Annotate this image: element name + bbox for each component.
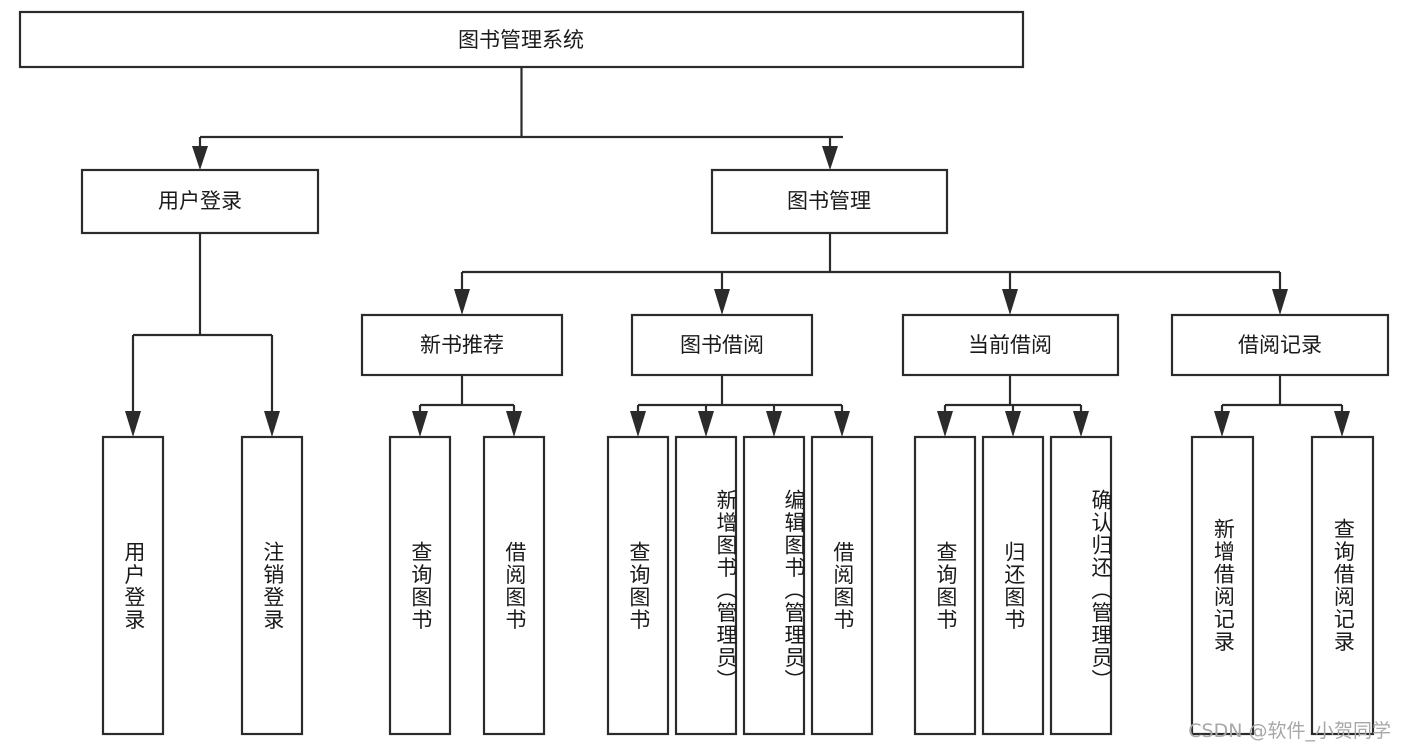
node-root-box[interactable] [18, 10, 1025, 69]
arrow-to-leaf-query-book-3 [937, 411, 953, 437]
leaf-box-add-book[interactable] [674, 435, 738, 736]
node-book-management-box[interactable] [710, 168, 949, 235]
node-borrow-record[interactable]: 借阅记录 [1170, 313, 1390, 377]
node-user-login-box[interactable] [80, 168, 320, 235]
connector-group-root [192, 67, 843, 170]
leaf-box-group [101, 435, 1375, 736]
arrow-to-leaf-logout-login [264, 411, 280, 437]
node-current-borrow-label: 当前借阅 [968, 333, 1052, 357]
leaf-box-user-login[interactable] [101, 435, 165, 736]
arrow-to-leaf-edit-book [766, 411, 782, 437]
arrow-to-leaf-add-book [698, 411, 714, 437]
arrow-to-leaf-borrow-book-2 [834, 411, 850, 437]
connector-group-book-management [454, 233, 1288, 315]
leaf-box-borrow-book-1[interactable] [482, 435, 546, 736]
node-user-login-label: 用户登录 [158, 189, 242, 213]
arrow-to-leaf-return-book [1005, 411, 1021, 437]
node-book-management[interactable]: 图书管理 [710, 168, 949, 235]
arrow-to-current-borrow [1002, 289, 1018, 315]
arrow-to-book-borrow [714, 289, 730, 315]
node-book-borrow-box[interactable] [630, 313, 814, 377]
leaf-box-query-record[interactable] [1310, 435, 1375, 736]
leaf-box-query-book-2[interactable] [606, 435, 670, 736]
node-new-book-recommend[interactable]: 新书推荐 [360, 313, 564, 377]
node-book-management-label: 图书管理 [787, 189, 871, 213]
arrow-to-leaf-add-record [1214, 411, 1230, 437]
arrow-to-leaf-query-book-2 [630, 411, 646, 437]
arrow-to-new-book-recommend [454, 289, 470, 315]
leaf-box-borrow-book-2[interactable] [810, 435, 874, 736]
node-borrow-record-label: 借阅记录 [1238, 333, 1322, 357]
leaf-box-add-record[interactable] [1190, 435, 1255, 736]
arrow-to-borrow-record [1272, 289, 1288, 315]
leaf-box-confirm-return[interactable] [1049, 435, 1113, 736]
connector-group-borrow-record [1214, 375, 1350, 437]
connector-group-user-login [125, 233, 280, 437]
node-book-borrow-label: 图书借阅 [680, 333, 764, 357]
leaf-box-edit-book[interactable] [742, 435, 806, 736]
node-borrow-record-box[interactable] [1170, 313, 1390, 377]
node-user-login[interactable]: 用户登录 [80, 168, 320, 235]
node-new-book-recommend-box[interactable] [360, 313, 564, 377]
connector-group-current-borrow [937, 375, 1089, 437]
node-root[interactable]: 图书管理系统 [18, 10, 1025, 69]
node-new-book-recommend-label: 新书推荐 [420, 333, 504, 357]
node-current-borrow[interactable]: 当前借阅 [901, 313, 1120, 377]
arrow-to-leaf-query-record [1334, 411, 1350, 437]
node-root-label: 图书管理系统 [458, 28, 584, 52]
connector-group-new-book-recommend [412, 375, 522, 437]
leaf-box-logout-login[interactable] [240, 435, 304, 736]
node-book-borrow[interactable]: 图书借阅 [630, 313, 814, 377]
connector-group-book-borrow [630, 375, 850, 437]
arrow-to-leaf-borrow-book-1 [506, 411, 522, 437]
leaf-box-query-book-3[interactable] [913, 435, 977, 736]
arrow-to-leaf-confirm-return [1073, 411, 1089, 437]
leaf-box-return-book[interactable] [981, 435, 1045, 736]
node-current-borrow-box[interactable] [901, 313, 1120, 377]
arrow-to-leaf-query-book-1 [412, 411, 428, 437]
arrow-root-to-userlogin [192, 146, 208, 170]
leaf-box-query-book-1[interactable] [388, 435, 452, 736]
arrow-to-leaf-user-login [125, 411, 141, 437]
arrow-root-to-bookmgmt [822, 146, 838, 170]
